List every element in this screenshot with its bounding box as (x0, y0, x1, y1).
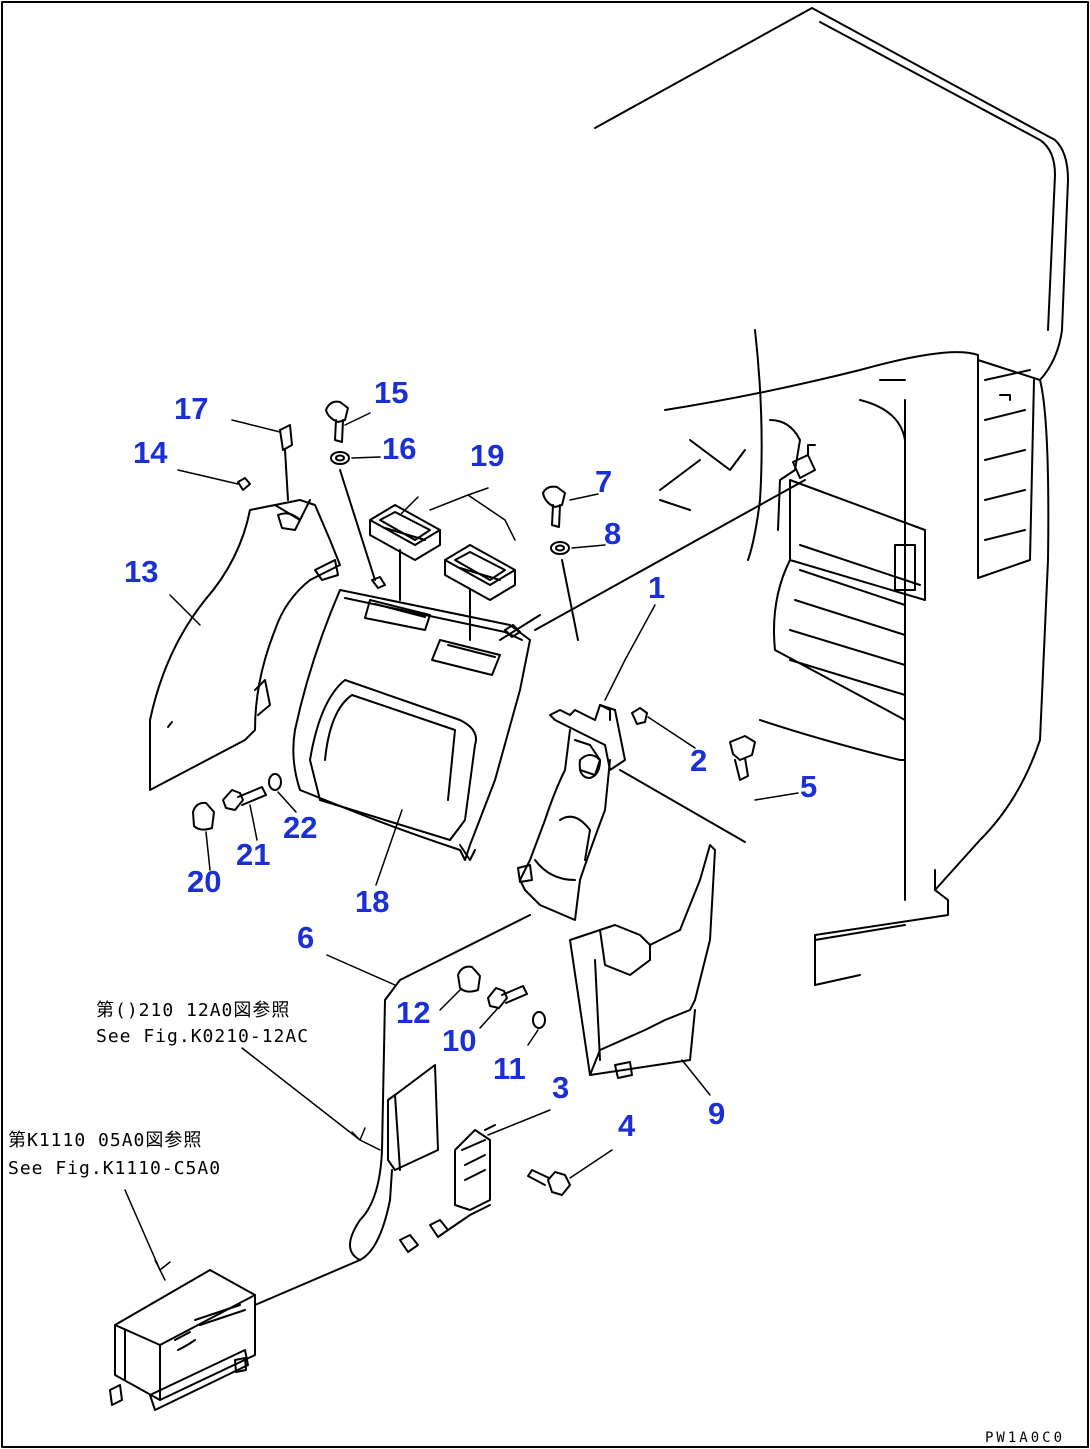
callout-1: 1 (648, 570, 666, 605)
part-13-cover (149, 499, 341, 791)
callout-4: 4 (618, 1108, 636, 1143)
callout-20: 20 (187, 864, 222, 899)
callout-9: 9 (708, 1096, 726, 1131)
callout-18: 18 (355, 884, 390, 919)
callout-12: 12 (396, 995, 431, 1030)
part-19-switches (369, 504, 516, 641)
figure-ref-b-english: See Fig.K1110-C5A0 (8, 1158, 222, 1179)
part-18-console (292, 576, 531, 861)
callout-2: 2 (690, 743, 708, 778)
cab-body-outline (594, 7, 1069, 986)
callout-19: 19 (470, 438, 505, 473)
callout-7: 7 (595, 464, 613, 499)
callout-8: 8 (604, 516, 622, 551)
callout-17: 17 (174, 391, 209, 426)
cab-interior (659, 329, 926, 761)
part-9-lower-cover (569, 844, 716, 1079)
callout-6: 6 (297, 920, 315, 955)
part-1-bracket (517, 704, 626, 921)
callout-16: 16 (382, 431, 417, 466)
drawing-code: PW1A0C0 (985, 1430, 1066, 1446)
callout-22: 22 (283, 810, 318, 845)
figure-ref-b-japanese: 第K1110 05A0図参照 (8, 1130, 203, 1151)
harness-and-controller (254, 914, 531, 1306)
callout-15: 15 (374, 375, 409, 410)
leader-line-a (499, 614, 541, 641)
callout-10: 10 (442, 1023, 477, 1058)
figure-ref-a-japanese: 第()210 12A0図参照 (96, 1000, 291, 1021)
figure-ref-a-english: See Fig.K0210-12AC (96, 1026, 310, 1047)
callout-21: 21 (236, 837, 271, 872)
callout-leaders (124, 412, 799, 1281)
callout-11: 11 (493, 1051, 526, 1086)
callout-14: 14 (133, 435, 168, 470)
callout-5: 5 (800, 769, 818, 804)
leader-1-long (534, 479, 806, 631)
controller-box (109, 1269, 256, 1411)
small-hardware (192, 400, 756, 1196)
callout-3: 3 (552, 1070, 570, 1105)
callout-13: 13 (124, 554, 159, 589)
